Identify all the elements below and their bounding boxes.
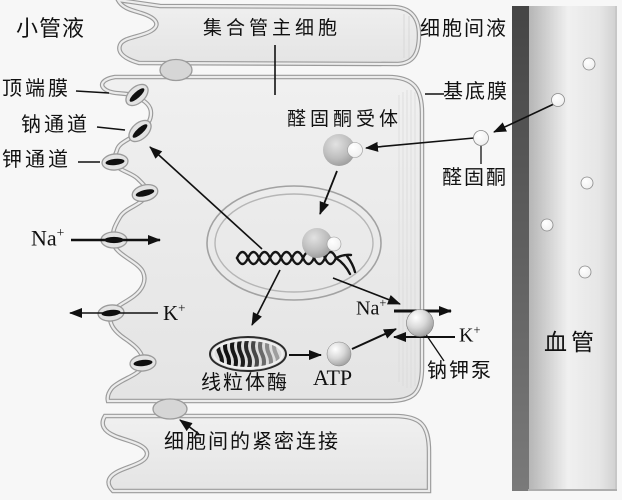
lower-cell xyxy=(103,416,429,491)
blood-vessel xyxy=(512,6,617,491)
arrow-dna-to-sodium-channel xyxy=(149,146,263,250)
aldosterone-receptor-icon xyxy=(323,134,363,166)
arrow-aldosterone-to-receptor xyxy=(365,137,475,152)
line-sodium-channel xyxy=(96,126,126,131)
label-na-ion-left: Na+ xyxy=(31,225,65,251)
label-tubular-fluid: 小管液 xyxy=(16,16,86,41)
vessel-aldosterone-molecules xyxy=(540,57,596,279)
label-atp: ATP xyxy=(313,365,353,390)
line-apical-membrane xyxy=(75,90,110,94)
tight-junction-bottom-icon xyxy=(152,398,188,420)
aldosterone-molecule xyxy=(473,130,489,146)
upper-cell xyxy=(118,0,419,64)
leader-lines xyxy=(75,45,482,362)
label-intercellular-fluid: 细胞间液 xyxy=(420,18,508,40)
label-aldosterone: 醛固酮 xyxy=(442,167,508,189)
nucleus xyxy=(206,185,382,301)
mitochondrion-icon xyxy=(209,336,287,372)
atp-molecule xyxy=(326,341,352,367)
vessel-lumen xyxy=(528,6,617,491)
vessel-wall xyxy=(512,6,529,491)
arrows xyxy=(69,102,557,435)
label-principal-cell: 集合管主细胞 xyxy=(203,18,342,39)
arrow-junction-label xyxy=(179,419,200,435)
arrow-nucleus-to-pump xyxy=(332,277,401,305)
arrow-atp-to-pump xyxy=(351,328,397,350)
label-aldosterone-receptor: 醛固酮受体 xyxy=(287,109,403,130)
line-pump-label xyxy=(424,332,445,362)
main-cell xyxy=(102,77,422,401)
label-sodium-potassium-pump: 钠钾泵 xyxy=(427,360,493,382)
label-k-ion-left: K+ xyxy=(163,300,186,325)
label-mitochondrial-enzyme: 线粒体酶 xyxy=(201,372,289,394)
arrow-dna-to-mitochondrion xyxy=(251,269,281,326)
label-basal-membrane: 基底膜 xyxy=(443,81,509,103)
label-apical-membrane: 顶端膜 xyxy=(2,78,71,100)
label-potassium-channel: 钾通道 xyxy=(2,149,71,171)
label-sodium-channel: 钠通道 xyxy=(21,114,90,136)
label-na-ion-right: Na+ xyxy=(356,296,387,320)
arrow-receptor-to-nucleus xyxy=(319,170,338,215)
label-tight-junction: 细胞间的紧密连接 xyxy=(164,431,340,453)
sodium-potassium-pump-icon xyxy=(406,309,434,337)
label-k-ion-right: K+ xyxy=(459,323,481,347)
arrow-vessel-to-interstitium xyxy=(493,102,557,133)
cell-edge-shading xyxy=(398,90,416,388)
tight-junction-top-icon xyxy=(159,58,193,82)
receptor-complex-in-nucleus xyxy=(302,228,342,258)
label-blood-vessel: 血管 xyxy=(544,330,598,355)
